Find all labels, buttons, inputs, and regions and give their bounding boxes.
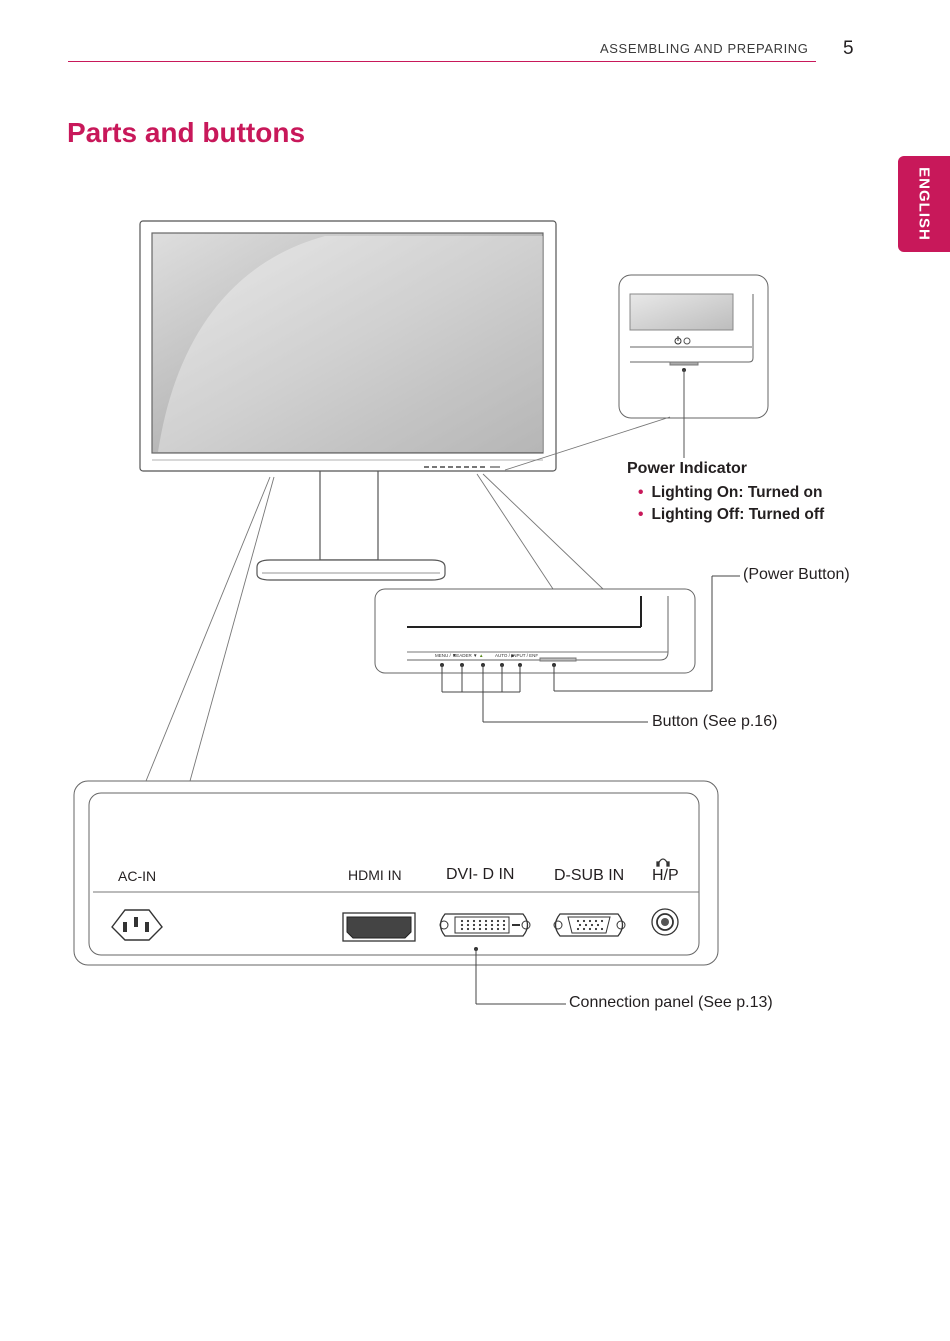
button-callout: Button (See p.16) bbox=[652, 713, 778, 730]
button-label-auto: AUTO / ▶ bbox=[495, 653, 515, 658]
button-label-up: ▲ bbox=[479, 653, 483, 658]
header-section-title: ASSEMBLING AND PREPARING bbox=[600, 41, 809, 56]
button-panel-inset bbox=[374, 575, 740, 723]
button-label-reader: READER ▼ bbox=[453, 653, 477, 658]
button-label-menu: MENU / ▼ bbox=[435, 653, 456, 658]
leader-lines bbox=[145, 416, 671, 782]
page-number: 5 bbox=[843, 38, 854, 59]
button-label-input: INPUT / ENF bbox=[512, 653, 538, 658]
power-indicator-title: Power Indicator bbox=[627, 460, 748, 477]
header-divider bbox=[68, 61, 816, 62]
port-label-ac-in: AC-IN bbox=[118, 868, 157, 884]
language-tab: ENGLISH bbox=[898, 156, 950, 252]
power-indicator-item-on: Lighting On: Turned on bbox=[651, 484, 823, 501]
power-indicator-list: • Lighting On: Turned on • Lighting Off: T… bbox=[638, 482, 824, 526]
bullet-icon: • bbox=[638, 506, 644, 523]
monitor-front bbox=[139, 220, 557, 581]
port-label-hp: H/P bbox=[652, 867, 679, 884]
port-label-dvi-d-in: DVI- D IN bbox=[446, 866, 515, 883]
hdmi-port bbox=[342, 912, 416, 942]
headphone-port bbox=[651, 908, 679, 936]
port-label-hdmi-in: HDMI IN bbox=[348, 867, 402, 883]
page-title: Parts and buttons bbox=[67, 117, 306, 148]
list-item: • Lighting On: Turned on bbox=[638, 482, 824, 504]
button-legend: MENU / ▼ READER ▼ ▲ AUTO / ▶ INPUT / ENF bbox=[435, 653, 538, 658]
headphone-icon bbox=[656, 858, 670, 867]
connection-panel-callout: Connection panel (See p.13) bbox=[569, 994, 773, 1011]
dvi-d-port bbox=[439, 913, 531, 937]
d-sub-port bbox=[553, 913, 626, 937]
bullet-icon: • bbox=[638, 484, 644, 501]
power-indicator-item-off: Lighting Off: Turned off bbox=[651, 506, 825, 523]
connection-panel bbox=[73, 780, 719, 1005]
power-button-callout: (Power Button) bbox=[743, 566, 850, 583]
power-indicator-inset bbox=[618, 274, 769, 458]
port-label-d-sub-in: D-SUB IN bbox=[554, 867, 625, 884]
list-item: • Lighting Off: Turned off bbox=[638, 504, 824, 526]
